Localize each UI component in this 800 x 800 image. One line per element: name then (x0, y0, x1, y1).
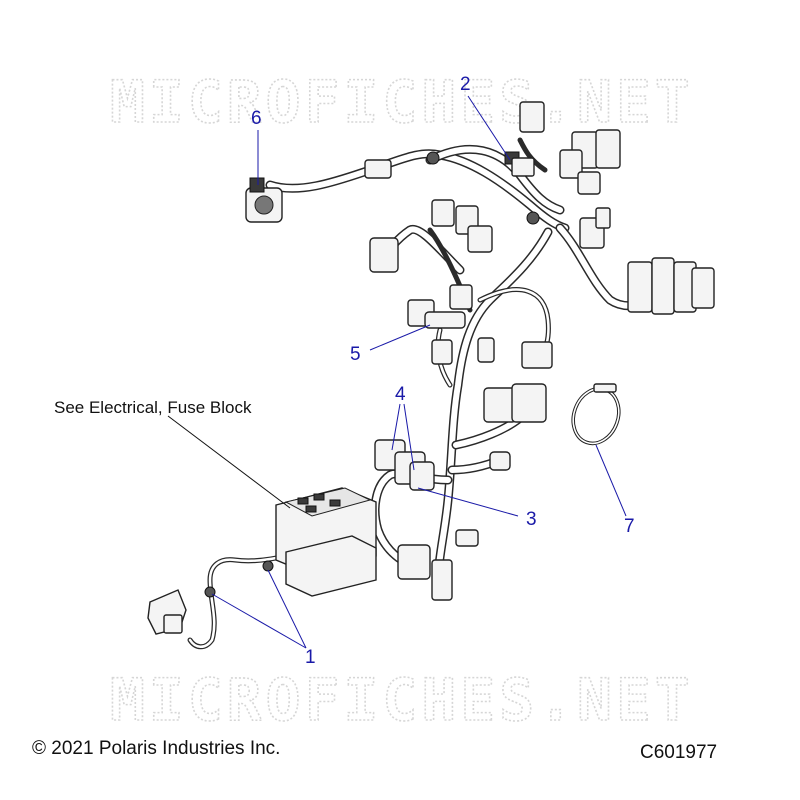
callout-3: 3 (526, 509, 537, 530)
fuse-block-note: See Electrical, Fuse Block (54, 398, 252, 417)
copyright-text: © 2021 Polaris Industries Inc. (32, 738, 280, 759)
connectors (147, 101, 715, 635)
part-code: C601977 (640, 742, 717, 763)
callout-4: 4 (395, 384, 406, 405)
callout-1: 1 (305, 647, 316, 668)
watermark-bottom: MICROFICHES.NET (110, 666, 694, 734)
callout-6: 6 (251, 108, 262, 129)
callout-7: 7 (624, 516, 635, 537)
leader-lines (167, 95, 627, 649)
watermark-top: MICROFICHES.NET (110, 68, 694, 136)
callout-2: 2 (460, 74, 471, 95)
callout-5: 5 (350, 344, 361, 365)
